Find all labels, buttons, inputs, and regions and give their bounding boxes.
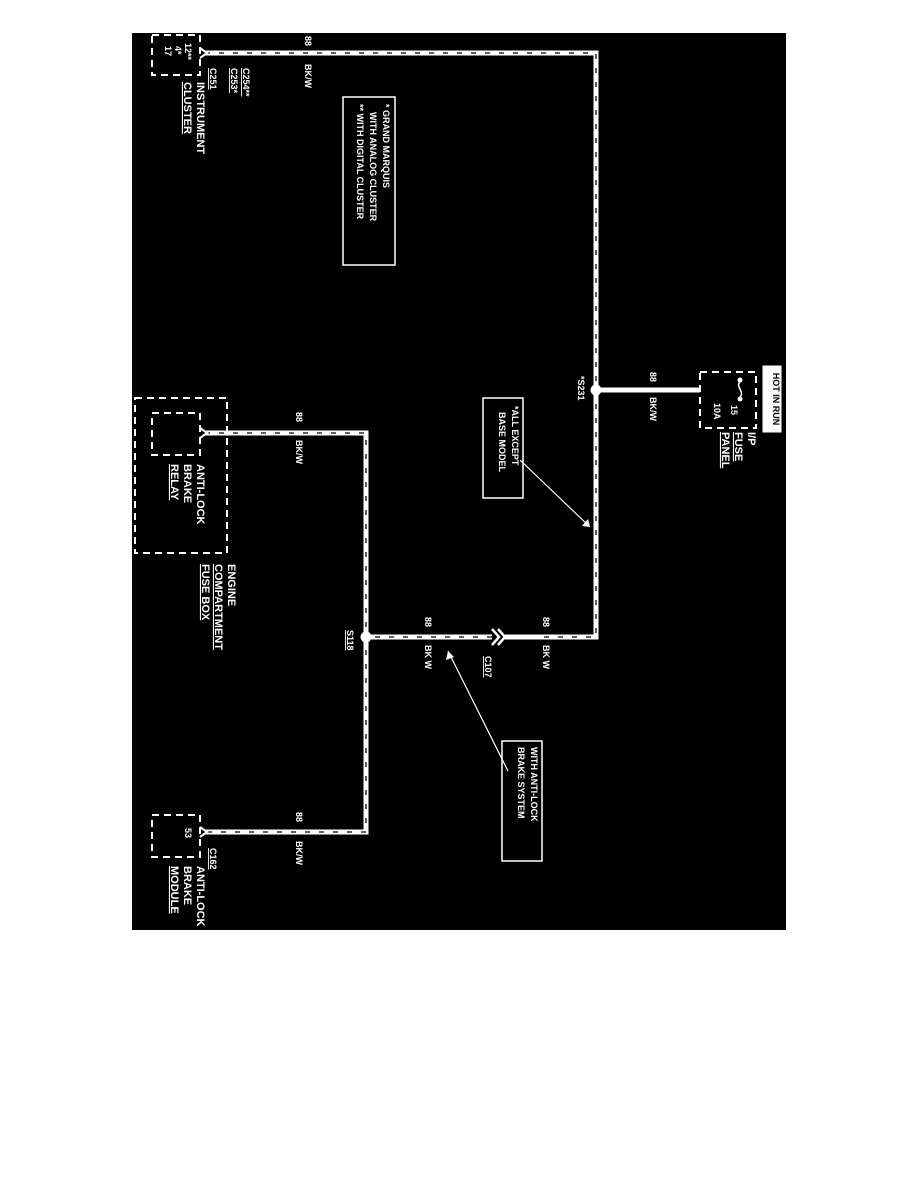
abs-relay-label-3: RELAY <box>168 464 180 501</box>
wire-label-color-s118: BK W <box>423 645 433 669</box>
module-connector-icon <box>199 826 209 838</box>
wire-label-circuit-relay: 88 <box>294 412 304 422</box>
abs-module-pin: 53 <box>183 828 193 838</box>
engine-fuse-box-label-3: FUSE BOX <box>199 564 211 621</box>
relay-connector-icon <box>199 427 209 439</box>
connector-c107-label: C107 <box>483 656 493 678</box>
c107-connector-icon <box>491 628 540 646</box>
fuse-rating: 10A <box>712 403 722 420</box>
connector-c162-label: C162 <box>208 848 218 870</box>
engine-fuse-box <box>134 397 228 554</box>
fuse-number: 15 <box>729 405 739 415</box>
note-all-except-line2: BASE MODEL <box>497 412 507 473</box>
wire-label-color-module: BK/W <box>294 841 304 865</box>
wire-label-color-c107-upper: BK W <box>541 645 551 669</box>
engine-fuse-box-label-1: ENGINE <box>225 564 237 606</box>
abs-module-label-1: ANTI-LOCK <box>194 866 206 927</box>
cluster-pin-3: 17 <box>163 46 173 56</box>
abs-relay-label-2: BRAKE <box>181 464 193 503</box>
engine-fuse-box-label-2: COMPARTMENT <box>212 564 224 650</box>
connector-c251-label: C251 <box>208 68 218 90</box>
abs-relay-box <box>151 412 201 456</box>
hot-in-run-label: HOT IN RUN <box>771 373 781 426</box>
note-abs-line2: BRAKE SYSTEM <box>516 747 526 819</box>
abs-relay-label-1: ANTI-LOCK <box>194 464 206 525</box>
cluster-pin-1: 12** <box>183 43 193 61</box>
note-abs-arrow-icon <box>446 651 454 660</box>
wire-label-circuit-s118: 88 <box>423 617 433 627</box>
splice-s118-dot <box>360 631 372 643</box>
splice-s231-label: *S231 <box>576 376 586 401</box>
diagram-background <box>132 33 786 930</box>
wire-label-circuit-fuse: 88 <box>648 372 658 382</box>
note-grand-marquis-line3: ** WITH DIGITAL CLUSTER <box>355 104 365 220</box>
wire-cluster-to-s231 <box>205 50 599 640</box>
note-all-except-box <box>482 397 524 499</box>
fuse-panel-box <box>699 371 757 429</box>
note-abs-leader <box>447 650 509 772</box>
note-abs-box <box>501 740 543 862</box>
abs-module-label-3: MODULE <box>168 866 180 914</box>
wire-label-color-relay: BK/W <box>294 440 304 464</box>
cluster-connector-icon <box>199 47 209 59</box>
instrument-cluster-box <box>151 34 201 76</box>
note-grand-marquis-line1: * GRAND MARQUIS <box>381 104 391 188</box>
connector-c254-label: C254** <box>241 68 251 97</box>
note-grand-marquis-line2: WITH ANALOG CLUSTER <box>368 112 378 222</box>
wire-label-circuit-module: 88 <box>294 812 304 822</box>
fuse-panel-label-1: I/P <box>745 432 757 445</box>
hot-in-run-box <box>761 364 783 434</box>
wire-label-color-fuse: BK/W <box>648 397 658 421</box>
splice-s118-label: S118 <box>345 630 355 651</box>
note-grand-marquis-box <box>342 96 396 266</box>
connector-c253-label: C253* <box>229 68 239 94</box>
wire-label-circuit-c107-upper: 88 <box>541 617 551 627</box>
abs-module-label-2: BRAKE <box>181 866 193 905</box>
wire-label-color-top: BK/W <box>303 64 313 88</box>
cluster-pin-2: 4* <box>173 46 183 55</box>
fuse-panel-label-2: FUSE <box>732 432 744 461</box>
note-all-except-line1: *ALL EXCEPT <box>510 406 520 466</box>
note-all-except-leader <box>519 459 591 528</box>
fuse-panel-label-3: PANEL <box>719 432 731 469</box>
splice-s231-dot <box>590 384 602 396</box>
fuse-icon <box>737 377 743 402</box>
note-abs-line1: WITH ANTI-LOCK <box>529 747 539 822</box>
instrument-cluster-label-2: CLUSTER <box>181 82 193 134</box>
instrument-cluster-label-1: INSTRUMENT <box>194 82 206 154</box>
abs-module-box <box>151 814 201 858</box>
wire-label-circuit-top: 88 <box>303 36 313 46</box>
note-all-except-arrow-icon <box>582 519 590 527</box>
